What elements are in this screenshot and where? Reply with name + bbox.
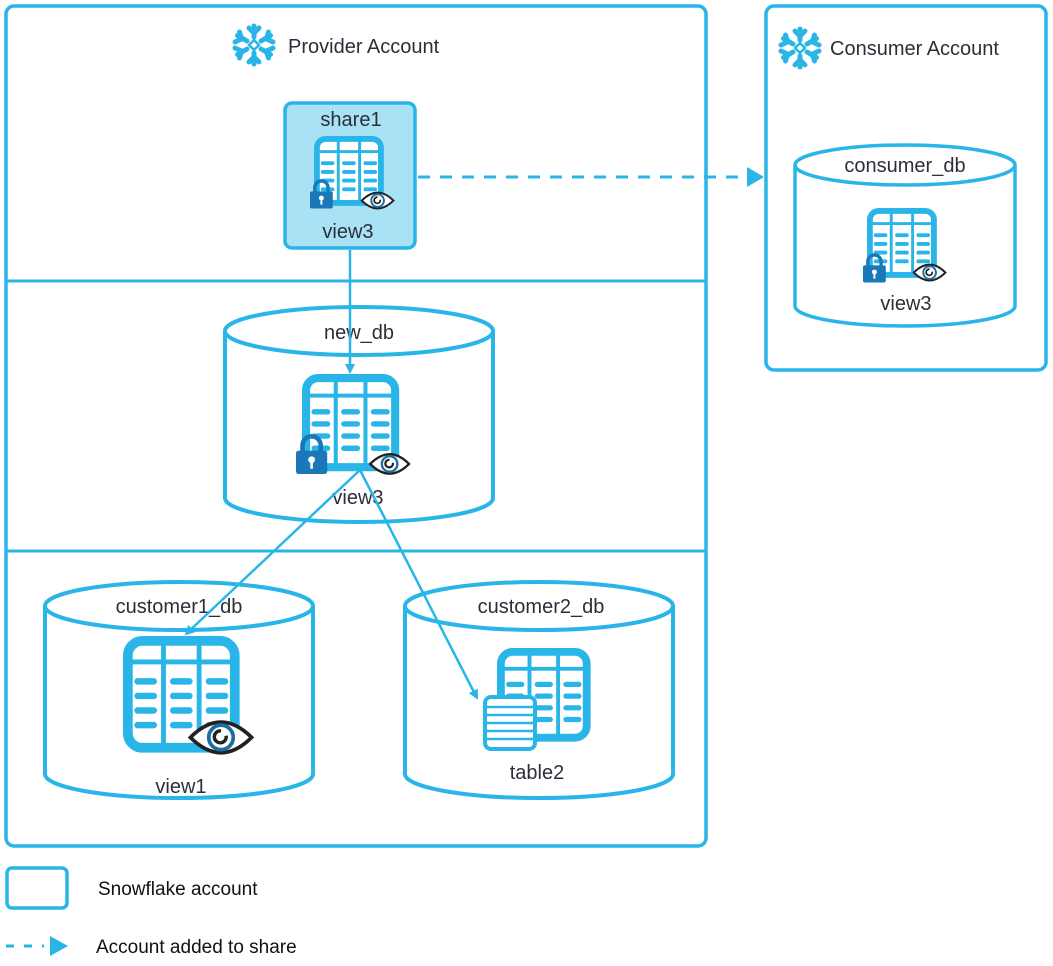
provider-account: Provider Account share1 view3 new_db vie… [4,4,708,848]
database-consumer-db[interactable]: consumer_db view3 [793,143,1017,328]
database-customer1-db[interactable]: customer1_db view1 [43,580,315,800]
snowflake-icon [781,29,819,67]
provider-account-title: Provider Account [288,36,440,58]
database-object-label: view1 [155,776,206,798]
reference-arrow [184,469,361,636]
database-object-label: view3 [880,293,931,315]
legend-label: Snowflake account [98,879,258,900]
share-object-label: view3 [322,221,373,243]
legend-item-account: Snowflake account [5,866,258,910]
database-name: customer2_db [478,596,605,618]
legend-label: Account added to share [96,937,297,958]
consumer-account-title: Consumer Account [830,38,999,60]
share-name: share1 [320,109,381,131]
database-customer2-db[interactable]: customer2_db table2 [403,580,675,800]
reference-arrow [358,469,479,700]
database-name: customer1_db [116,596,243,618]
consumer-account-border [764,4,1048,372]
legend-item-share: Account added to share [6,936,297,958]
legend-arrowhead [50,936,68,956]
database-object-label: table2 [510,762,565,784]
legend: Snowflake account Account added to share [5,866,297,958]
consumer-account: Consumer Account consumer_db view3 [764,4,1048,372]
database-name: new_db [324,322,394,344]
share-arrowhead [747,167,764,187]
share-object[interactable]: share1 view3 [283,101,417,250]
database-name: consumer_db [844,155,965,177]
table-icon [483,695,537,751]
legend-account-symbol [5,866,69,910]
database-new-db[interactable]: new_db view3 [223,305,495,524]
